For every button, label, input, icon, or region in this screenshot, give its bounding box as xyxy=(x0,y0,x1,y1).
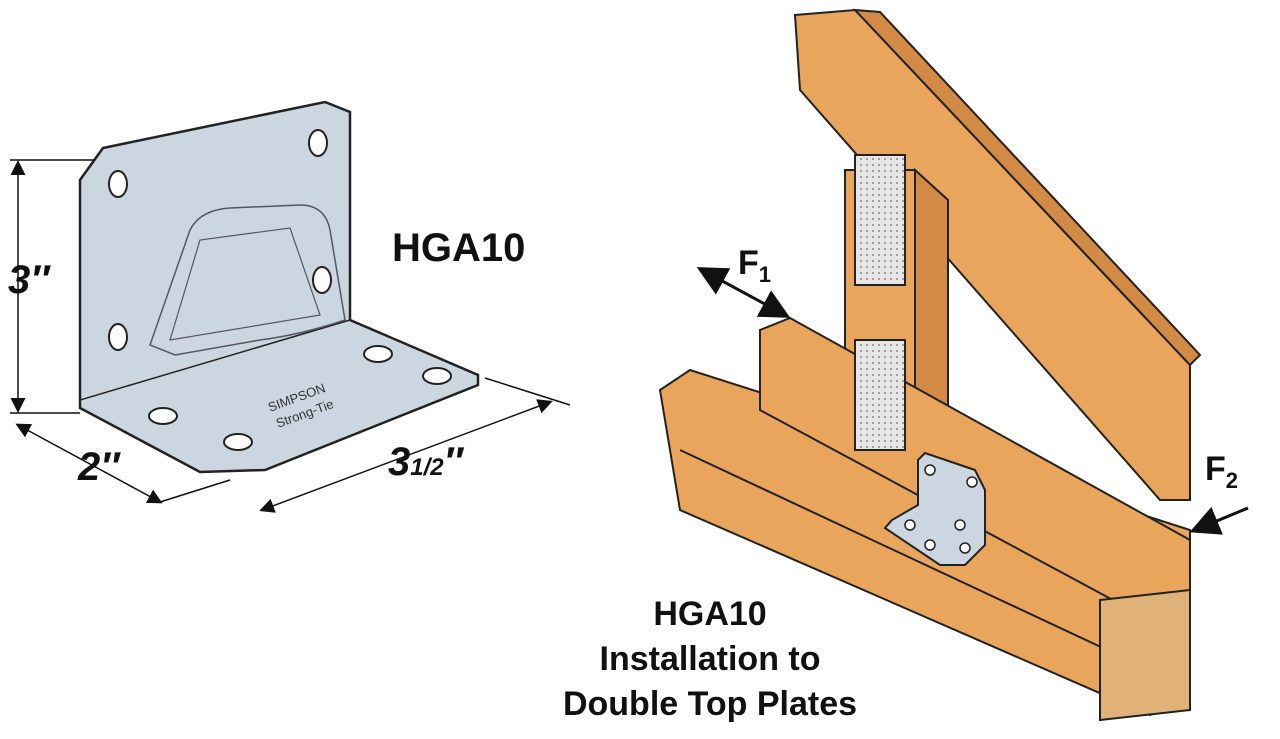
product-title: HGA10 xyxy=(392,226,526,270)
installed-bracket xyxy=(883,451,986,566)
caption-line-3: Double Top Plates xyxy=(562,685,858,723)
dimension-lines xyxy=(10,159,571,513)
width-fraction: 1/2 xyxy=(410,454,444,481)
force2-sub: 2 xyxy=(1225,467,1239,493)
caption-line-2: Installation to xyxy=(599,640,821,678)
width-whole: 3 xyxy=(388,440,411,484)
force1-label: F1 xyxy=(738,244,771,288)
nail-holes xyxy=(108,129,452,451)
force2-label: F2 xyxy=(1205,450,1238,494)
height-dimension: 3″ xyxy=(8,258,50,302)
force2-letter: F xyxy=(1205,450,1226,488)
depth-dimension: 2″ xyxy=(78,445,120,489)
caption-line-1: HGA10 xyxy=(653,595,767,633)
hga10-bracket: SIMPSON Strong-Tie xyxy=(78,100,480,474)
force1-arrow xyxy=(696,267,791,318)
width-dimension: 31/2″ xyxy=(388,440,463,485)
installation-caption: HGA10 Installation to Double Top Plates xyxy=(540,592,880,727)
force1-letter: F xyxy=(738,244,759,282)
force1-sub: 1 xyxy=(758,261,772,287)
gusset-plate-upper xyxy=(854,154,906,286)
force2-arrow xyxy=(1189,506,1249,535)
width-unit: ″ xyxy=(443,440,463,484)
framing-illustration xyxy=(658,8,1202,722)
gusset-plate-lower xyxy=(854,339,906,451)
